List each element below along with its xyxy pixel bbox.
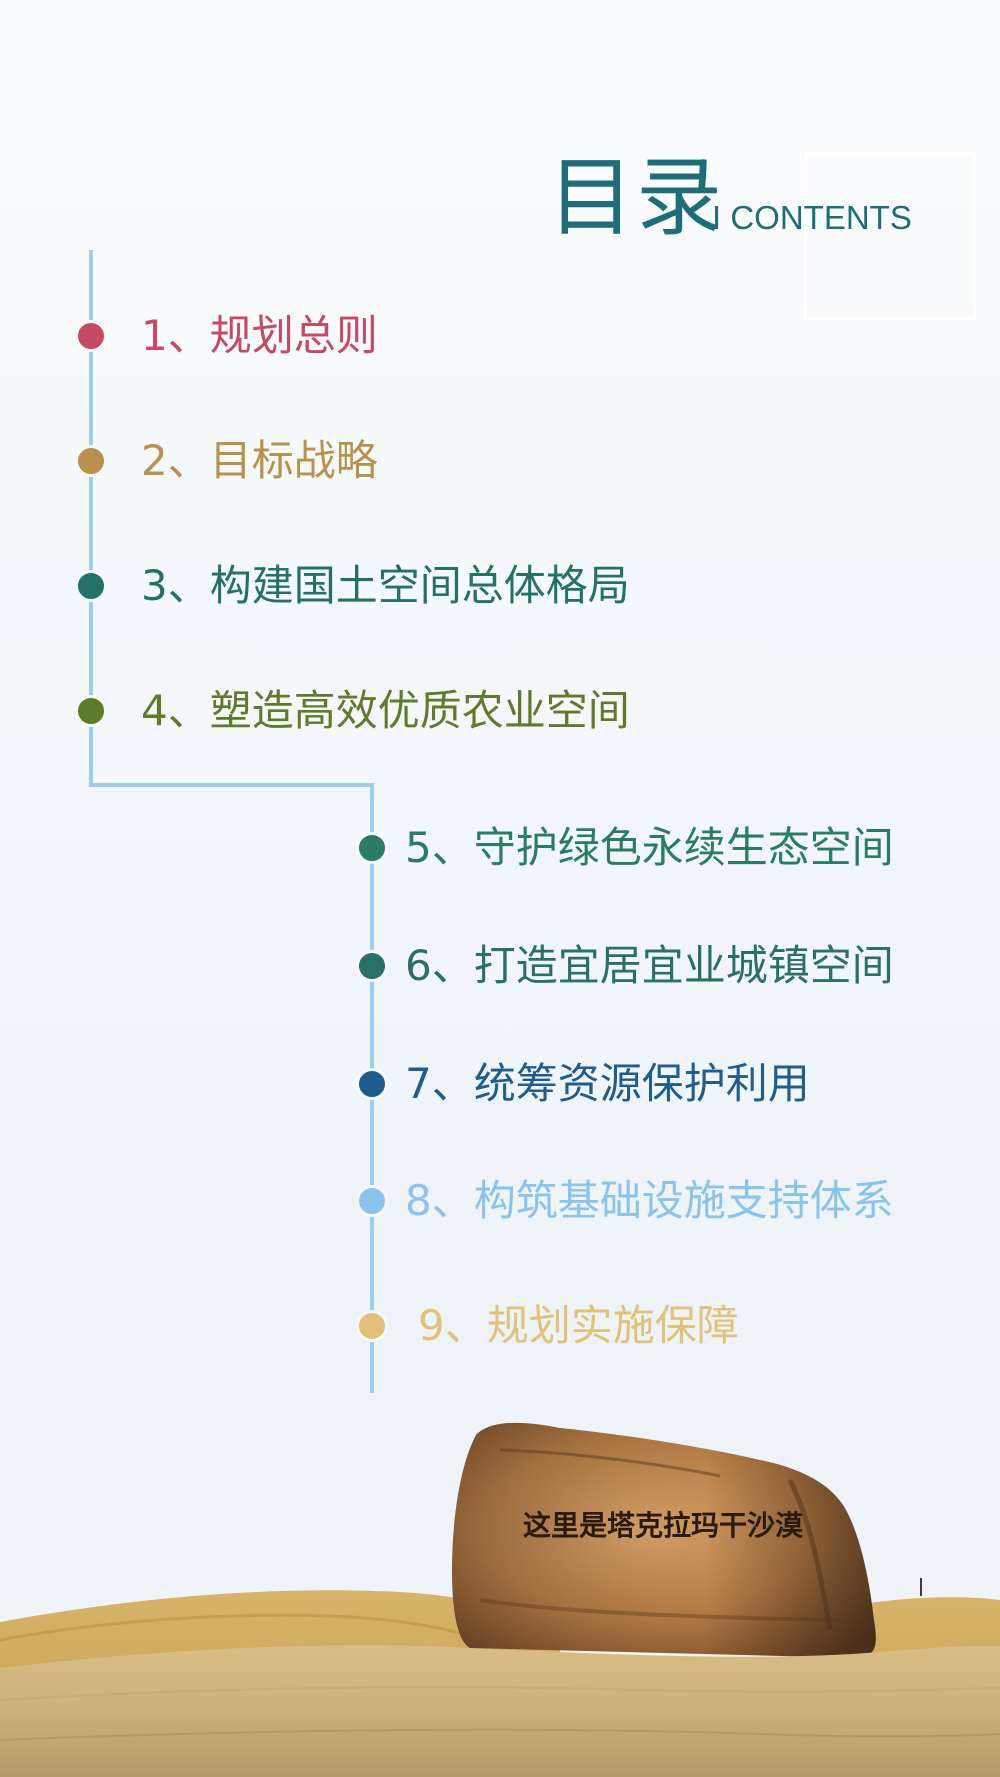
contents-item-1[interactable]: 1、规划总则 <box>141 311 378 360</box>
timeline-dot-5 <box>356 832 388 864</box>
page-subtitle: I CONTENTS <box>712 199 912 236</box>
timeline-dot-7 <box>356 1068 388 1100</box>
contents-item-8[interactable]: 8、构筑基础设施支持体系 <box>405 1176 894 1225</box>
contents-item-3[interactable]: 3、构建国土空间总体格局 <box>141 561 630 610</box>
timeline-dot-4 <box>75 695 107 727</box>
timeline-dot-2 <box>75 445 107 477</box>
contents-item-5[interactable]: 5、守护绿色永续生态空间 <box>405 823 894 872</box>
rock-inscription: 这里是塔克拉玛干沙漠 <box>523 1509 804 1542</box>
contents-item-2[interactable]: 2、目标战略 <box>141 436 378 485</box>
timeline-dot-9 <box>356 1310 388 1342</box>
page-title: 目录 <box>548 148 724 248</box>
contents-item-6[interactable]: 6、打造宜居宜业城镇空间 <box>405 941 894 990</box>
contents-item-9[interactable]: 9、规划实施保障 <box>418 1301 739 1350</box>
timeline-dot-8 <box>356 1185 388 1217</box>
timeline-line-left <box>89 250 93 787</box>
timeline-dot-1 <box>75 320 107 352</box>
timeline-dot-3 <box>75 570 107 602</box>
timeline-connector <box>89 783 374 787</box>
contents-item-4[interactable]: 4、塑造高效优质农业空间 <box>141 686 630 735</box>
timeline-dot-6 <box>356 950 388 982</box>
decorative-frame <box>804 152 976 320</box>
contents-item-7[interactable]: 7、统筹资源保护利用 <box>405 1059 810 1108</box>
